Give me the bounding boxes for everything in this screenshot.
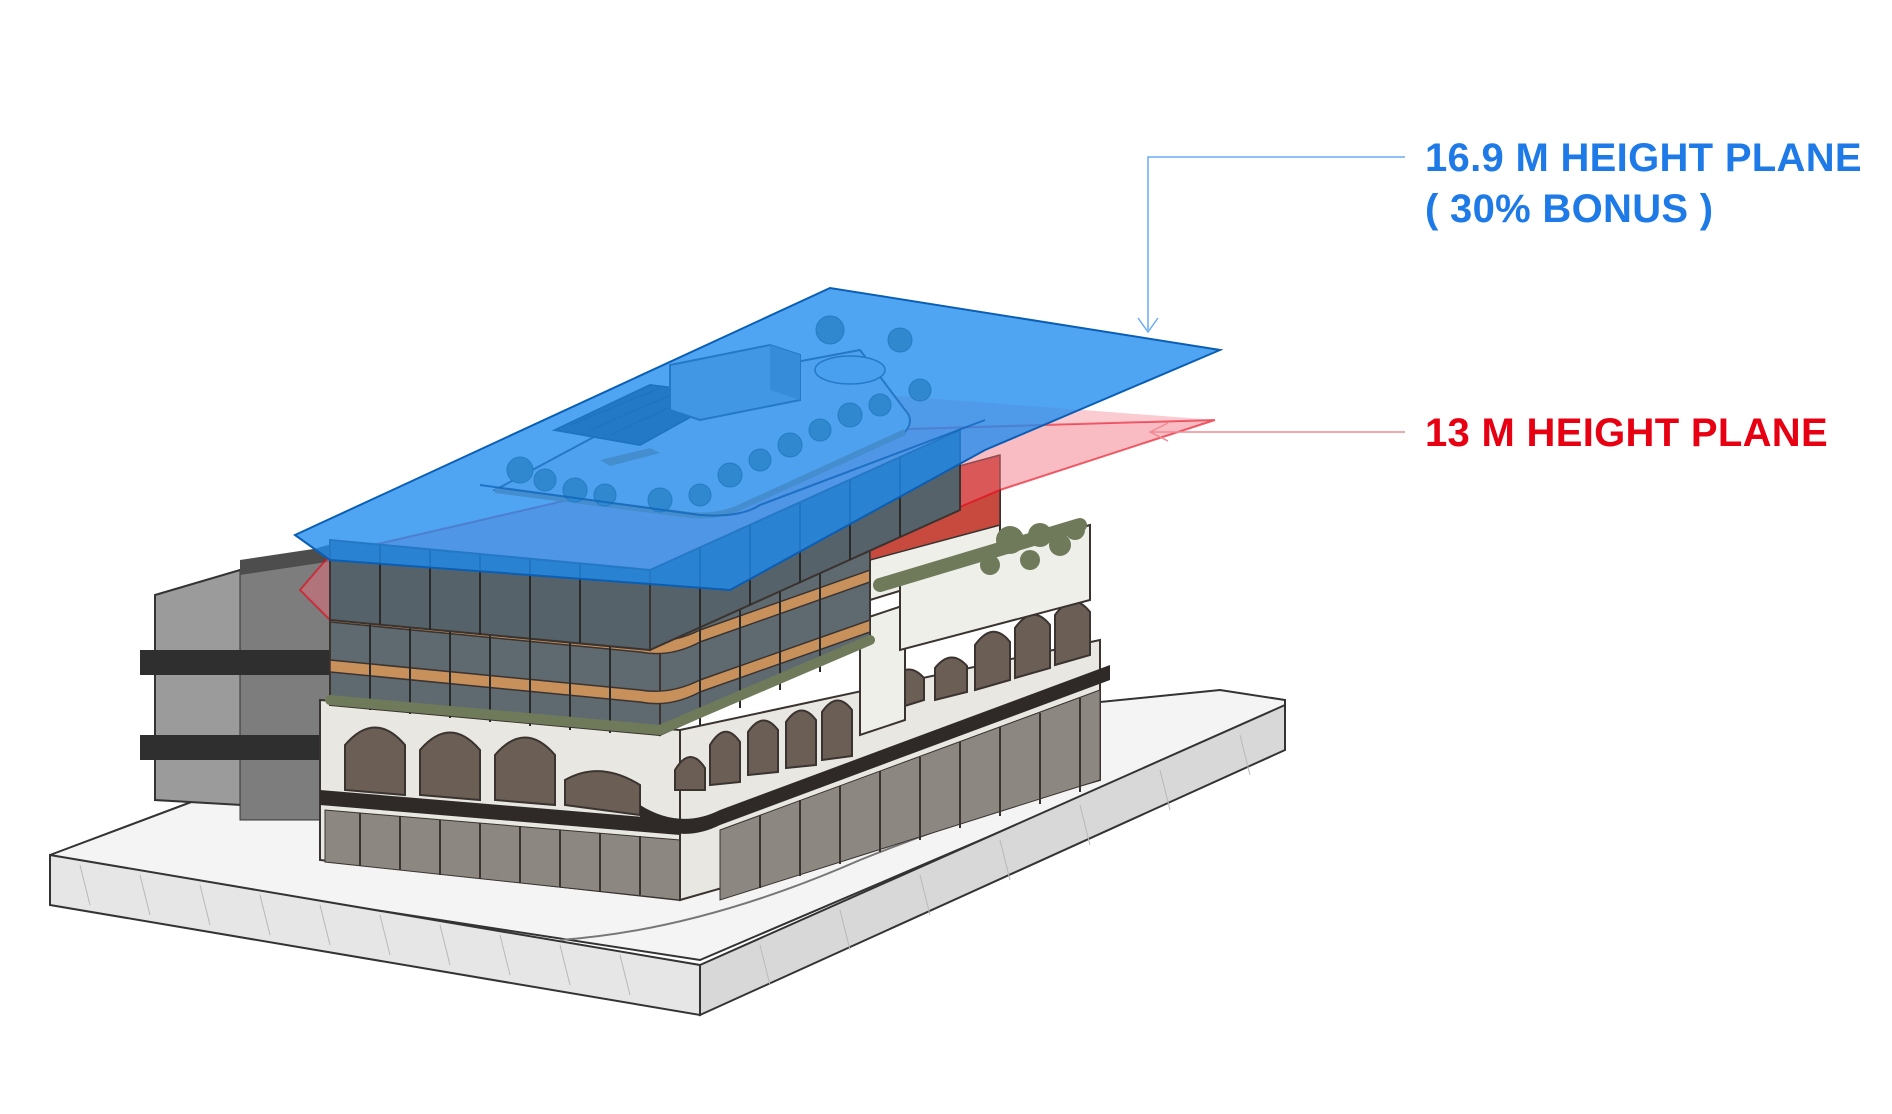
upper-plane-bonus-label: ( 30% BONUS )	[1425, 187, 1714, 231]
leader-lines	[1137, 156, 1405, 442]
plane-16-9m	[293, 286, 1224, 592]
neighbour-building	[140, 544, 340, 821]
upper-plane-label: 16.9 M HEIGHT PLANE	[1425, 136, 1862, 180]
lower-plane-label: 13 M HEIGHT PLANE	[1425, 411, 1828, 455]
podium-right	[640, 600, 1110, 902]
